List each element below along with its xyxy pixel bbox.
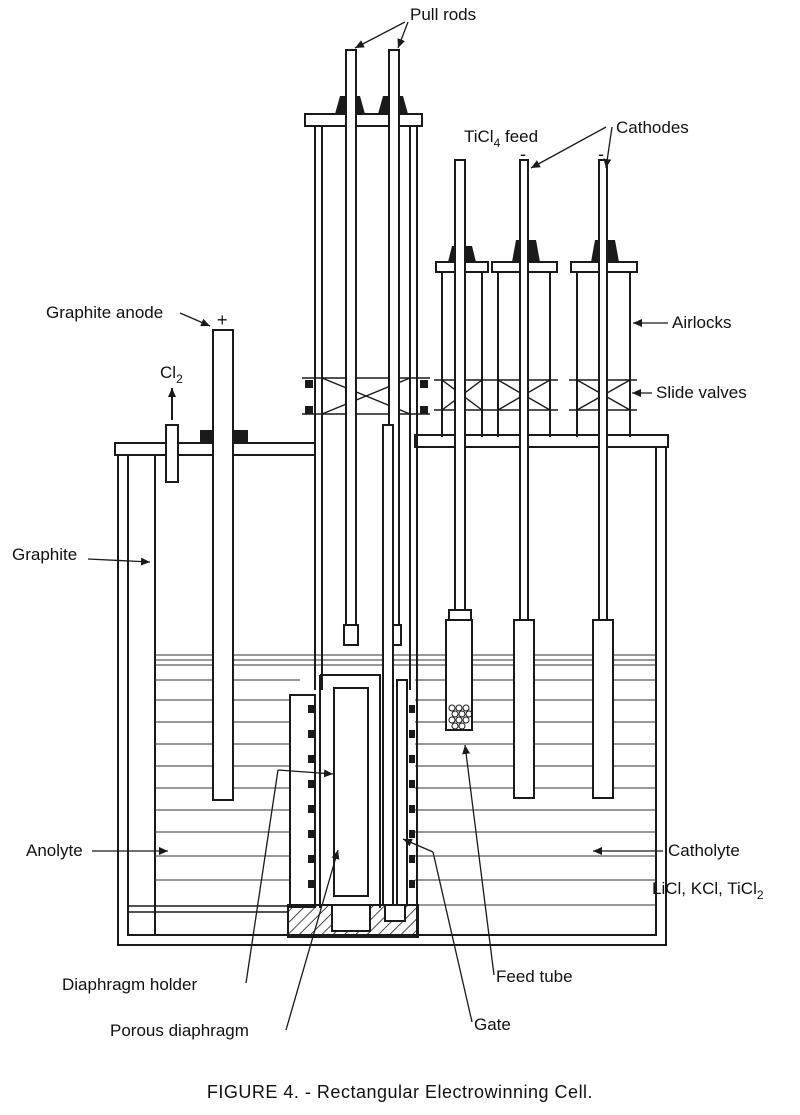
chlorine-outlet xyxy=(165,388,179,483)
label-cl2: Cl2 xyxy=(160,363,183,386)
graphite-liner xyxy=(128,455,288,935)
figure-caption: FIGURE 4. - Rectangular Electrowinning C… xyxy=(207,1082,593,1102)
label-gate: Gate xyxy=(474,1015,511,1034)
graphite-anode xyxy=(200,329,248,801)
label-ticl4-feed: TiCl4 feed xyxy=(464,127,538,150)
pellet-packing xyxy=(448,704,473,730)
ticl4-feed-tube xyxy=(445,159,473,731)
label-graphite: Graphite xyxy=(12,545,77,564)
label-porous-diaphragm: Porous diaphragm xyxy=(110,1021,249,1040)
diaphragm-assembly xyxy=(287,424,419,938)
label-graphite-anode: Graphite anode xyxy=(46,303,163,322)
label-diaphragm-holder: Diaphragm holder xyxy=(62,975,197,994)
leader-lines xyxy=(87,21,668,1031)
label-cathodes: Cathodes xyxy=(616,118,689,137)
cathode-sign-1: - xyxy=(520,144,526,164)
label-catholyte: Catholyte xyxy=(668,841,740,860)
label-airlocks: Airlocks xyxy=(672,313,732,332)
label-pull-rods: Pull rods xyxy=(410,5,476,24)
anode-sign: + xyxy=(217,310,228,330)
label-catholyte-composition: LiCl, KCl, TiCl2 xyxy=(652,879,764,902)
label-feed-tube: Feed tube xyxy=(496,967,573,986)
cathode-2 xyxy=(592,159,614,799)
cathode-sign-2: - xyxy=(598,144,604,164)
label-slide-valves: Slide valves xyxy=(656,383,747,402)
label-anolyte: Anolyte xyxy=(26,841,83,860)
cathode-1 xyxy=(513,159,535,799)
